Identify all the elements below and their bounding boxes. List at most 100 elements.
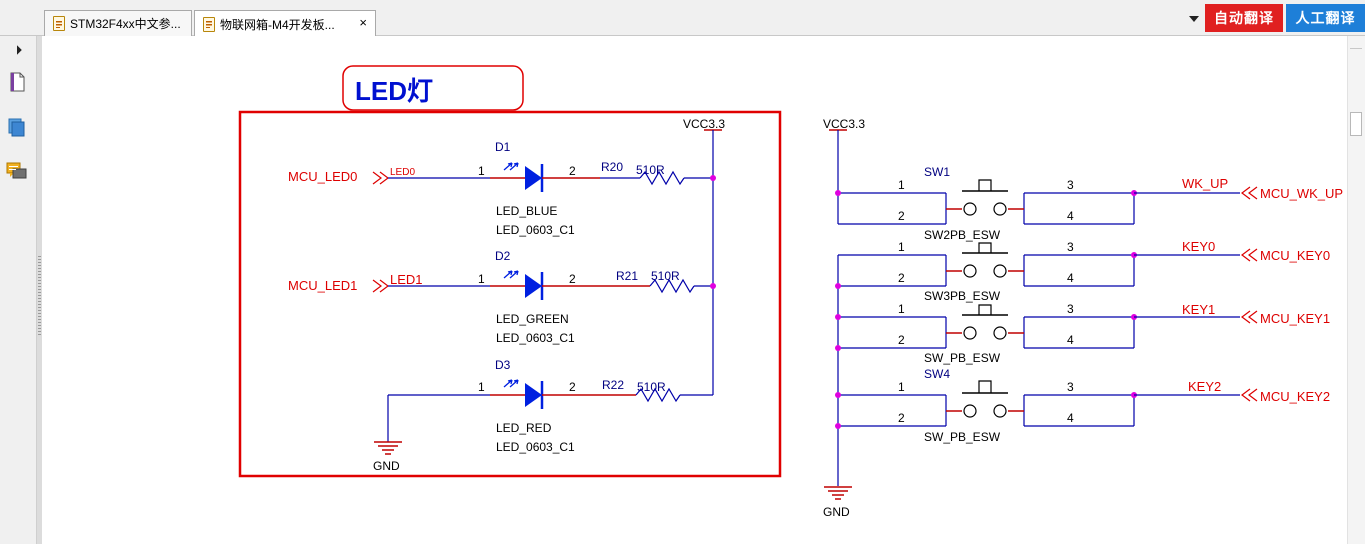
pin-number: 1 — [898, 302, 905, 316]
pin-number: 2 — [569, 272, 576, 286]
comment-icon[interactable] — [5, 160, 29, 184]
pin-number: 1 — [898, 240, 905, 254]
switch-footprint: SW2PB_ESW — [924, 228, 1001, 242]
pin-number: 1 — [898, 178, 905, 192]
pin-number: 3 — [1067, 302, 1074, 316]
diode-icon — [525, 274, 542, 298]
page-icon[interactable] — [5, 70, 29, 94]
pin-number: 2 — [898, 271, 905, 285]
pdf-file-icon — [53, 16, 65, 31]
net-label: KEY2 — [1188, 379, 1221, 394]
pin-number: 1 — [478, 380, 485, 394]
switch-contact — [993, 326, 1007, 340]
pushbutton-icon — [978, 304, 992, 315]
auto-translate-button[interactable]: 自动翻译 — [1205, 4, 1283, 32]
led-name: LED_BLUE — [496, 204, 557, 218]
pin-number: 1 — [478, 272, 485, 286]
led-name: LED_RED — [496, 421, 552, 435]
tab-stm32-manual[interactable]: STM32F4xx中文参... — [44, 10, 192, 36]
port-arrow-icon — [372, 279, 389, 293]
pushbutton-icon — [978, 380, 992, 393]
net-label: MCU_LED0 — [288, 169, 357, 184]
resistor-icon — [649, 278, 695, 294]
panel-splitter[interactable] — [37, 36, 42, 544]
mcu-port-label: MCU_KEY1 — [1260, 311, 1330, 326]
pin-number: 4 — [1067, 411, 1074, 425]
resistor-ref: R21 — [616, 269, 638, 283]
gnd-label: GND — [823, 505, 850, 519]
switch-ref: SW4 — [924, 367, 950, 381]
splitter-grip[interactable] — [38, 256, 41, 336]
switch-wk-up: SW1 1 2 3 4 WK_UP MCU_WK_UP SW2PB_ESW — [835, 165, 1343, 242]
pin-number: 4 — [1067, 333, 1074, 347]
led-ground-symbol: GND — [373, 441, 402, 473]
tab-label: STM32F4xx中文参... — [70, 17, 181, 31]
pin-number: 3 — [1067, 178, 1074, 192]
pin-number: 2 — [569, 380, 576, 394]
tab-close-button[interactable]: × — [359, 15, 367, 30]
net-label: KEY1 — [1182, 302, 1215, 317]
pin-number: 2 — [898, 333, 905, 347]
resistor-icon — [639, 170, 685, 186]
resistor-value: 510R — [637, 380, 666, 394]
pdf-file-icon — [203, 16, 215, 32]
light-rays-icon — [503, 162, 519, 171]
junction-dot — [710, 175, 716, 181]
mcu-port-label: MCU_WK_UP — [1260, 186, 1343, 201]
scrollbar-thumb[interactable] — [1350, 112, 1362, 136]
resistor-ref: R20 — [601, 160, 623, 174]
mcu-port-label: MCU_KEY2 — [1260, 389, 1330, 404]
switch-key2: SW4 1 2 3 4 KEY2 MCU_KEY2 SW_PB_ESW — [835, 367, 1330, 444]
diode-icon — [525, 383, 542, 407]
key-ground-symbol: GND — [823, 486, 852, 519]
section-title: LED灯 — [355, 76, 433, 106]
wire-label: LED1 — [390, 272, 423, 287]
layers-icon[interactable] — [5, 116, 29, 140]
net-label: WK_UP — [1182, 176, 1228, 191]
schematic-drawing: LED灯 VCC3.3 MCU_LED0 LED0 1 D1 2 R20 510… — [238, 65, 1343, 519]
switch-contact — [993, 404, 1007, 418]
vcc-label: VCC3.3 — [823, 117, 865, 131]
port-arrow-icon — [1241, 388, 1258, 402]
pin-number: 2 — [569, 164, 576, 178]
pin-number: 1 — [898, 380, 905, 394]
manual-translate-button[interactable]: 人工翻译 — [1286, 4, 1365, 32]
scrollbar-track-mark — [1350, 48, 1362, 49]
junction-dot — [710, 283, 716, 289]
light-rays-icon — [503, 379, 519, 388]
tab-bar: STM32F4xx中文参... 物联网箱-M4开发板... × 自动翻译 人工翻… — [0, 0, 1365, 37]
net-label: MCU_LED1 — [288, 278, 357, 293]
document-view: LED灯 VCC3.3 MCU_LED0 LED0 1 D1 2 R20 510… — [42, 36, 1347, 544]
mcu-port-label: MCU_KEY0 — [1260, 248, 1330, 263]
pin-number: 1 — [478, 164, 485, 178]
led-ref: D3 — [495, 358, 511, 372]
pin-number: 2 — [898, 209, 905, 223]
resistor-ref: R22 — [602, 378, 624, 392]
led-footprint: LED_0603_C1 — [496, 331, 575, 345]
vertical-scrollbar[interactable] — [1347, 36, 1365, 544]
tab-list-dropdown-icon[interactable] — [1187, 12, 1201, 26]
switch-footprint: SW_PB_ESW — [924, 351, 1001, 365]
switch-footprint: SW_PB_ESW — [924, 430, 1001, 444]
resistor-value: 510R — [651, 269, 680, 283]
led-row-green: MCU_LED1 LED1 1 D2 2 R21 510R LED_GREEN … — [288, 249, 716, 345]
led-row-red: 1 D3 2 R22 510R LED_RED LED_0603_C1 — [387, 358, 713, 454]
tab-m4-board[interactable]: 物联网箱-M4开发板... × — [194, 10, 376, 37]
pushbutton-icon — [978, 242, 992, 253]
net-label: KEY0 — [1182, 239, 1215, 254]
pin-number: 3 — [1067, 240, 1074, 254]
switch-key1: 1 2 3 4 KEY1 MCU_KEY1 SW_PB_ESW — [835, 302, 1330, 365]
switch-ref: SW1 — [924, 165, 950, 179]
switch-contact — [963, 404, 977, 418]
port-arrow-icon — [1241, 248, 1258, 262]
switch-contact — [963, 326, 977, 340]
wire-label: LED0 — [390, 167, 415, 178]
port-arrow-icon — [1241, 186, 1258, 200]
switch-contact — [993, 264, 1007, 278]
led-row-blue: MCU_LED0 LED0 1 D1 2 R20 510R LED_BLUE L… — [288, 140, 716, 237]
gnd-label: GND — [373, 459, 400, 473]
expand-arrow-icon[interactable] — [5, 38, 29, 62]
pin-number: 4 — [1067, 209, 1074, 223]
switch-contact — [963, 264, 977, 278]
led-ref: D2 — [495, 249, 511, 263]
